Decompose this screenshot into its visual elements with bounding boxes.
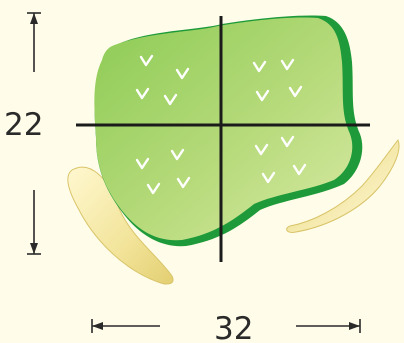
grass-mark: [135, 87, 150, 100]
grass-mark: [139, 54, 154, 67]
width-right-arrow: [349, 322, 360, 330]
grass-mark: [254, 143, 269, 156]
width-left-arrow: [92, 322, 103, 330]
grass-mark: [261, 171, 276, 184]
grass-marks: [135, 54, 307, 195]
grass-mark: [170, 148, 185, 161]
grass-mark: [163, 93, 178, 106]
height-label: 22: [4, 107, 44, 143]
grass-mark: [280, 135, 295, 148]
width-label: 32: [214, 311, 254, 343]
grass-mark: [175, 67, 190, 80]
main-green-shape: [94, 17, 353, 241]
grass-mark: [292, 163, 307, 176]
height-bottom-arrow: [30, 243, 38, 254]
height-top-arrow: [30, 13, 38, 24]
grass-mark: [252, 60, 267, 73]
width-dimension: [91, 319, 361, 333]
grass-mark: [280, 58, 295, 71]
height-dimension: [27, 12, 41, 255]
grass-mark: [288, 85, 303, 98]
grass-mark: [176, 176, 191, 189]
right-side-piece: [286, 139, 400, 233]
grass-mark: [135, 157, 150, 170]
grass-mark: [146, 182, 161, 195]
grass-mark: [255, 89, 270, 102]
